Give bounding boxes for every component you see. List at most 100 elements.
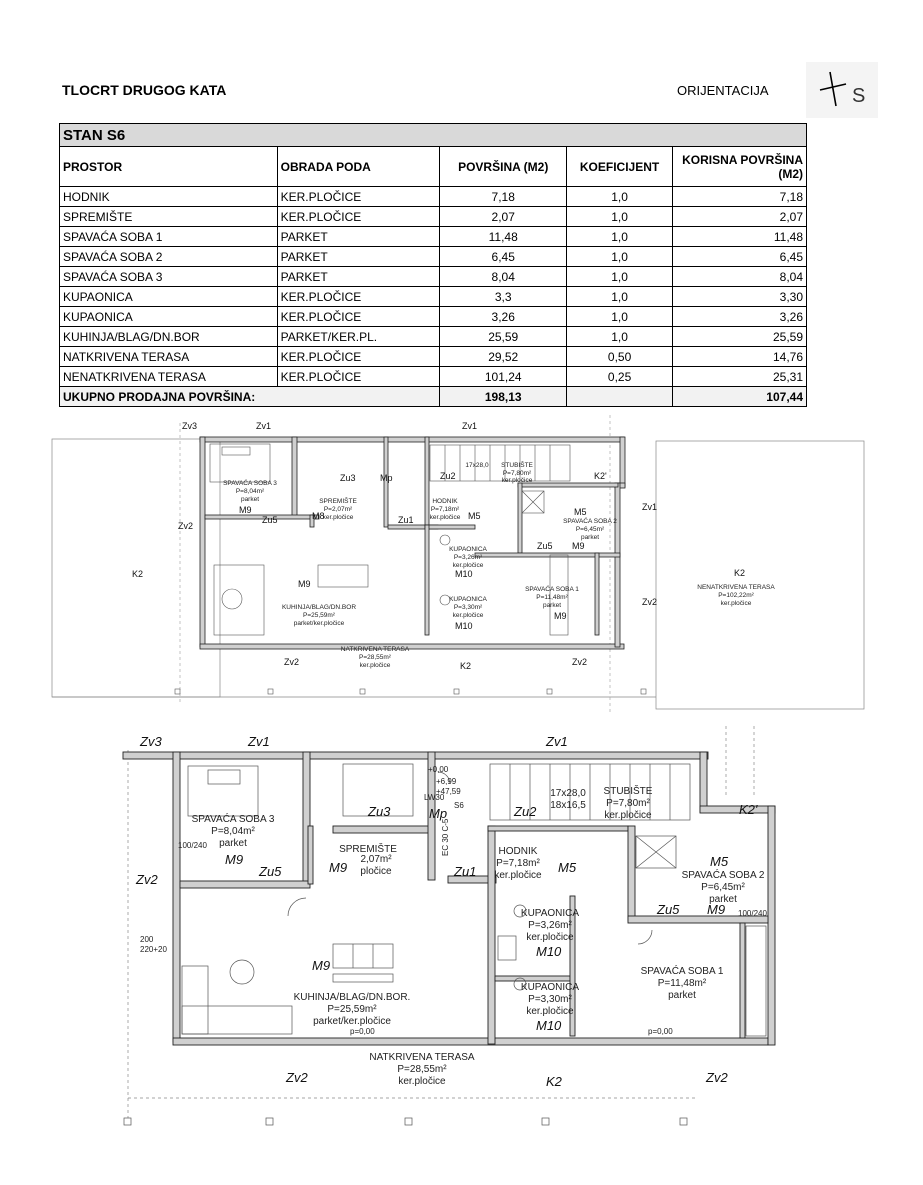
- svg-text:P=7,18m²: P=7,18m²: [496, 858, 540, 869]
- svg-text:P=2,07m²: P=2,07m²: [324, 506, 353, 513]
- label-zv2: Zv2: [285, 1070, 308, 1085]
- svg-text:SPAVAĆA SOBA 1: SPAVAĆA SOBA 1: [641, 964, 724, 977]
- svg-text:ker.pločice: ker.pločice: [453, 612, 484, 619]
- header-koeficijent: KOEFICIJENT: [566, 146, 674, 187]
- label-m10: M10: [536, 1018, 562, 1033]
- svg-text:parket: parket: [241, 496, 259, 503]
- svg-text:SPAVAĆA SOBA 3: SPAVAĆA SOBA 3: [192, 812, 275, 825]
- svg-text:SPAVAĆA SOBA 1: SPAVAĆA SOBA 1: [525, 584, 579, 593]
- svg-text:p=0,00: p=0,00: [648, 1027, 673, 1036]
- svg-text:KUPAONICA: KUPAONICA: [521, 982, 579, 993]
- svg-text:P=25,59m²: P=25,59m²: [303, 612, 336, 619]
- svg-text:parket: parket: [543, 602, 561, 609]
- label-k2: K2: [546, 1074, 563, 1089]
- svg-text:P=3,26m²: P=3,26m²: [528, 920, 572, 931]
- label-m10: M10: [455, 621, 473, 631]
- label-zu3: Zu3: [367, 804, 391, 819]
- label-zv2: Zv2: [284, 657, 299, 667]
- svg-text:ker.pločice: ker.pločice: [453, 562, 484, 569]
- svg-text:ker.pločice: ker.pločice: [430, 514, 461, 521]
- svg-text:HODNIK: HODNIK: [432, 498, 458, 505]
- label-m8: M8: [312, 511, 325, 521]
- label-zv1: Zv1: [462, 421, 477, 431]
- label-zu5: Zu5: [656, 902, 680, 917]
- label-m9: M9: [554, 611, 567, 621]
- label-m10: M10: [536, 944, 562, 959]
- label-zv3: Zv3: [139, 734, 162, 749]
- label-zv2: Zv2: [642, 597, 657, 607]
- svg-text:P=3,30m²: P=3,30m²: [528, 994, 572, 1005]
- label-zv1: Zv1: [642, 502, 657, 512]
- area-table: STAN S6 PROSTOR OBRADA PODA POVRŠINA (M2…: [58, 123, 807, 407]
- header-povrsina: POVRŠINA (M2): [439, 146, 568, 187]
- svg-text:SPREMIŠTE: SPREMIŠTE: [339, 842, 397, 855]
- label-zv2: Zv2: [572, 657, 587, 667]
- svg-text:17x28,0: 17x28,0: [550, 788, 586, 799]
- svg-text:SPREMIŠTE: SPREMIŠTE: [319, 496, 357, 505]
- label-k2: K2: [460, 661, 471, 671]
- svg-text:STUBIŠTE: STUBIŠTE: [604, 784, 653, 797]
- label-m9: M9: [329, 860, 347, 875]
- svg-text:P=8,04m²: P=8,04m²: [236, 488, 265, 495]
- svg-text:P=25,59m²: P=25,59m²: [327, 1004, 377, 1015]
- label-m9: M9: [707, 902, 725, 917]
- orientation-label: ORIJENTACIJA: [677, 83, 769, 98]
- label-zv2: Zv2: [705, 1070, 728, 1085]
- floor-plan-detail: Zv3 Zv1 Zv1 Zv2 Zv2 Zv2 K2' K2 Zu3 Mp Zu…: [118, 726, 798, 1136]
- svg-text:NATKRIVENA TERASA: NATKRIVENA TERASA: [341, 646, 410, 653]
- label-zv2: Zv2: [178, 521, 193, 531]
- header-prostor: PROSTOR: [59, 146, 278, 187]
- label-zv1: Zv1: [247, 734, 270, 749]
- label-zv3: Zv3: [182, 421, 197, 431]
- compass-icon: S: [806, 62, 878, 118]
- svg-text:KUHINJA/BLAG/DN.BOR.: KUHINJA/BLAG/DN.BOR.: [294, 992, 411, 1003]
- label-m10: M10: [455, 569, 473, 579]
- unit-name: STAN S6: [59, 123, 807, 147]
- label-k2-prime: K2': [594, 471, 607, 481]
- label-k2: K2: [734, 568, 745, 578]
- compass-letter: S: [852, 85, 865, 107]
- header-obrada: OBRADA PODA: [276, 146, 441, 187]
- svg-text:ker.pločice: ker.pločice: [526, 932, 574, 943]
- svg-text:KUHINJA/BLAG/DN.BOR: KUHINJA/BLAG/DN.BOR: [282, 604, 356, 611]
- svg-text:p=0,00: p=0,00: [350, 1027, 375, 1036]
- svg-text:P=28,55m²: P=28,55m²: [397, 1064, 447, 1075]
- label-zu5: Zu5: [262, 515, 278, 525]
- label-zu5: Zu5: [537, 541, 553, 551]
- svg-text:parket: parket: [219, 838, 247, 849]
- total-row: UKUPNO PRODAJNA POVRŠINA: 198,13 107,44: [58, 386, 807, 407]
- svg-text:ker.pločice: ker.pločice: [721, 600, 752, 607]
- label-m5: M5: [468, 511, 481, 521]
- svg-text:P=6,45m²: P=6,45m²: [701, 882, 745, 893]
- svg-text:NENATKRIVENA TERASA: NENATKRIVENA TERASA: [697, 584, 775, 591]
- svg-text:HODNIK: HODNIK: [499, 846, 538, 857]
- svg-text:ker.pločice: ker.pločice: [502, 477, 533, 484]
- svg-text:P=102,22m²: P=102,22m²: [718, 592, 754, 599]
- label-k2-prime: K2': [739, 802, 758, 817]
- label-zv1: Zv1: [545, 734, 568, 749]
- label-m5: M5: [710, 854, 729, 869]
- label-zv2: Zv2: [135, 872, 158, 887]
- svg-text:2,07m²: 2,07m²: [360, 854, 392, 865]
- svg-text:100/240: 100/240: [178, 841, 207, 850]
- svg-text:P=7,18m²: P=7,18m²: [431, 506, 460, 513]
- svg-text:ker.pločice: ker.pločice: [494, 870, 542, 881]
- svg-text:P=3,26m²: P=3,26m²: [454, 554, 483, 561]
- svg-text:parket: parket: [709, 894, 737, 905]
- svg-text:KUPAONICA: KUPAONICA: [521, 908, 579, 919]
- label-zu1: Zu1: [453, 864, 476, 879]
- label-mp: Mp: [380, 473, 393, 483]
- svg-text:SPAVAĆA SOBA 2: SPAVAĆA SOBA 2: [682, 868, 765, 881]
- total-useful: 107,44: [672, 386, 807, 407]
- svg-text:parket/ker.pločice: parket/ker.pločice: [313, 1016, 391, 1027]
- label-mp: Mp: [429, 806, 447, 821]
- svg-text:P=7,80m²: P=7,80m²: [503, 470, 532, 477]
- label-m9: M9: [239, 505, 252, 515]
- floor-plan-overview: Zv3 Zv1 Zv1 Zv2 Zv1 Zv2 Zv2 Zv2 K2 K2 K2…: [50, 415, 870, 715]
